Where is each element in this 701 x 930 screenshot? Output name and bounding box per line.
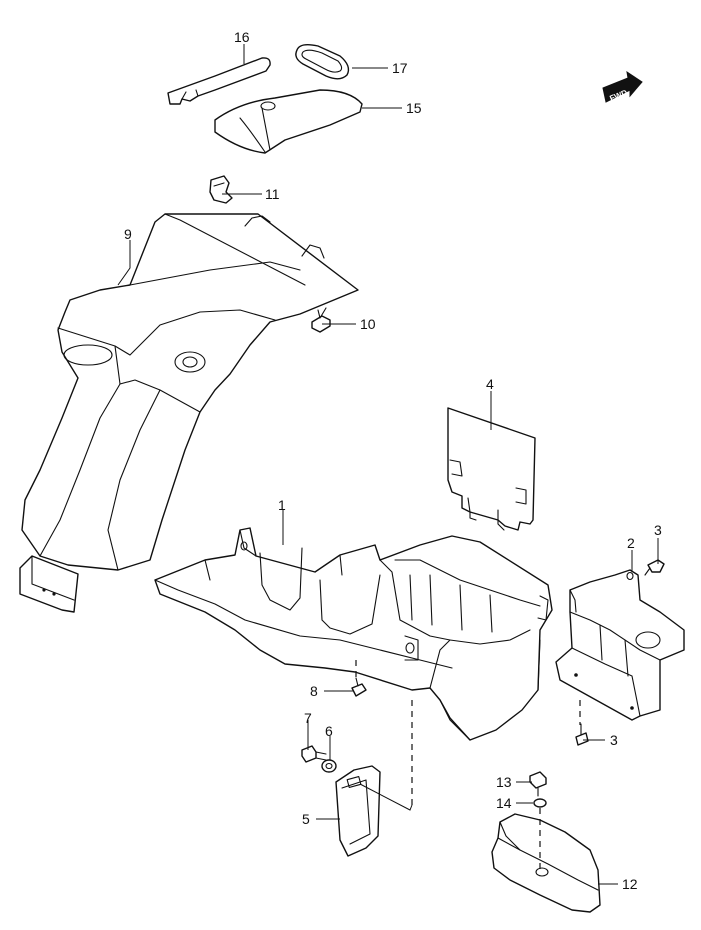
part-2-bracket: [555, 569, 685, 721]
callout-12: 12: [622, 876, 638, 892]
callout-16: 16: [234, 29, 250, 45]
callout-17: 17: [392, 60, 408, 76]
part-15-cover: [214, 89, 363, 154]
alignment-lines: [355, 660, 581, 870]
part-10-screw: [311, 307, 331, 333]
callout-4: 4: [486, 376, 494, 392]
callout-8: 8: [310, 683, 318, 699]
part-7-bolt: [301, 745, 327, 763]
part-17-band: [295, 43, 350, 80]
callout-10: 10: [360, 316, 376, 332]
fwd-arrow-icon: FWD: [602, 70, 643, 103]
part-4-plate: [447, 407, 536, 531]
part-11-clip: [209, 175, 233, 204]
part-14-washer: [533, 798, 547, 808]
callout-14: 14: [496, 795, 512, 811]
callout-15: 15: [406, 100, 422, 116]
callout-3-lower: 3: [610, 732, 618, 748]
part-13-bolt: [529, 771, 547, 797]
callout-5: 5: [302, 811, 310, 827]
part-16-bracket: [167, 57, 271, 105]
part-6-collar: [321, 759, 337, 773]
callout-1: 1: [278, 497, 286, 513]
callout-labels: 16 17 15 11 9 10 4 1 2 3 3 8 7 6 5 13 14…: [124, 29, 662, 892]
leader-lines: [117, 44, 659, 885]
part-3-screw-upper: [644, 559, 665, 576]
part-5-flap: [335, 765, 381, 857]
part-1-battery-box: [154, 527, 553, 741]
callout-11: 11: [265, 186, 280, 202]
callout-3-upper: 3: [654, 522, 662, 538]
callout-13: 13: [496, 774, 512, 790]
part-9-rear-fender: [19, 213, 359, 613]
callout-6: 6: [325, 723, 333, 739]
part-3-screw-lower: [575, 723, 589, 746]
callout-9: 9: [124, 226, 132, 242]
part-8-screw: [351, 677, 367, 697]
callout-7: 7: [304, 710, 312, 726]
callout-2: 2: [627, 535, 635, 551]
part-12-guard: [491, 813, 601, 913]
